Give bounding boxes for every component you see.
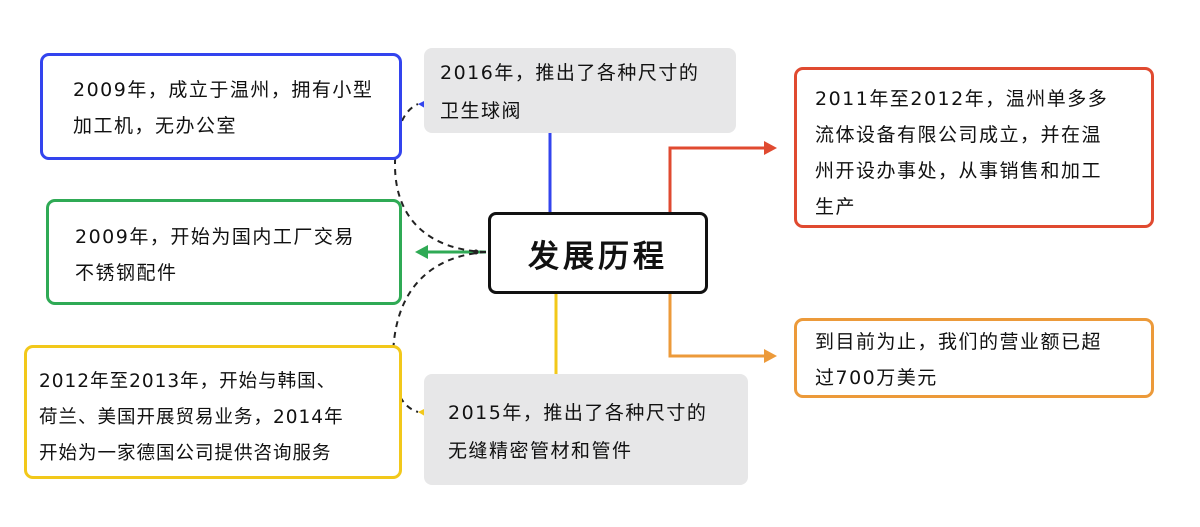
center-node: 发展历程 <box>488 212 708 294</box>
connector-bottom-right <box>668 294 766 358</box>
node-bottom-left-text: 2012年至2013年，开始与韩国、 荷兰、美国开展贸易业务，2014年 开始为… <box>39 371 344 464</box>
node-top-left: 2009年，成立于温州，拥有小型 加工机，无办公室 <box>40 53 402 160</box>
node-mid-left: 2009年，开始为国内工厂交易 不锈钢配件 <box>46 199 402 305</box>
node-bottom-center: 2015年，推出了各种尺寸的 无缝精密管材和管件 <box>424 374 748 485</box>
node-bottom-center-text: 2015年，推出了各种尺寸的 无缝精密管材和管件 <box>448 402 708 462</box>
node-bottom-left: 2012年至2013年，开始与韩国、 荷兰、美国开展贸易业务，2014年 开始为… <box>24 345 402 479</box>
arrow-head-mid-left <box>415 245 428 259</box>
arrow-head-bottom-right <box>764 349 777 363</box>
node-bottom-right-text: 到目前为止，我们的营业额已超 过700万美元 <box>815 331 1103 389</box>
node-bottom-right: 到目前为止，我们的营业额已超 过700万美元 <box>794 318 1154 398</box>
connector-top-right <box>668 146 766 212</box>
node-top-center-text: 2016年，推出了各种尺寸的 卫生球阀 <box>440 62 700 122</box>
node-top-right: 2011年至2012年，温州单多多 流体设备有限公司成立，并在温 州开设办事处，… <box>794 67 1154 228</box>
arrow-head-top-right <box>764 141 777 155</box>
node-top-right-text: 2011年至2012年，温州单多多 流体设备有限公司成立，并在温 州开设办事处，… <box>815 88 1109 218</box>
node-top-left-text: 2009年，成立于温州，拥有小型 加工机，无办公室 <box>73 79 374 137</box>
junction-dot <box>473 249 479 255</box>
center-node-label: 发展历程 <box>528 238 668 275</box>
node-mid-left-text: 2009年，开始为国内工厂交易 不锈钢配件 <box>75 226 355 284</box>
node-top-center: 2016年，推出了各种尺寸的 卫生球阀 <box>424 48 736 133</box>
